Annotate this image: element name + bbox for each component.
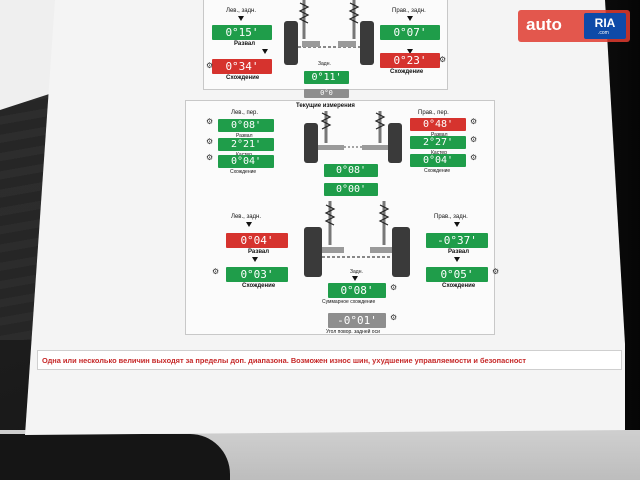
rear-camber-right: -0°37' <box>426 233 488 248</box>
rear-total-toe-label: Суммарное схождение <box>322 299 376 305</box>
sensor-icon: ⚙ <box>470 153 478 162</box>
rear-toe-label-right: Схождение <box>442 283 476 289</box>
top-camber-left: 0°15' <box>212 25 272 40</box>
watermark-ria: RIA <box>584 13 626 39</box>
front-caster-right: 2°27' <box>410 136 466 149</box>
dark-object <box>0 434 230 480</box>
top-rear-right-label: Прав., задн. <box>392 8 426 14</box>
front-setback: 0°00' <box>324 183 378 196</box>
arrow-icon <box>238 16 244 21</box>
rear-left-label: Лев., задн. <box>231 214 262 220</box>
rear-label: Задн. <box>350 269 363 275</box>
rear-camber-label-right: Развал <box>448 249 470 255</box>
top-toe-label-left: Схождение <box>226 75 260 81</box>
sensor-icon: ⚙ <box>206 61 214 70</box>
rear-toe-left: 0°03' <box>226 267 288 282</box>
front-left-label: Лев., пер. <box>231 110 259 116</box>
rear-toe-right: 0°05' <box>426 267 488 282</box>
arrow-icon <box>246 222 252 227</box>
arrow-icon <box>454 222 460 227</box>
rear-suspension-diagram <box>284 0 374 65</box>
top-angle: 0°0 <box>304 89 349 98</box>
front-camber-right: 0°48' <box>410 118 466 131</box>
top-toe-label-right: Схождение <box>390 69 424 75</box>
rear-right-label: Прав., задн. <box>434 214 468 220</box>
arrow-icon <box>252 257 258 262</box>
rear-toe-label-left: Схождение <box>242 283 276 289</box>
autoria-watermark: auto RIA .com <box>518 10 630 42</box>
sensor-icon: ⚙ <box>470 117 478 126</box>
sensor-icon: ⚙ <box>206 117 214 126</box>
warning-banner: Одна или несколько величин выходят за пр… <box>37 350 622 370</box>
top-total-toe: 0°11' <box>304 71 349 84</box>
current-title: Текущие измерения <box>296 103 355 109</box>
front-toe-right: 0°04' <box>410 154 466 167</box>
sensor-icon: ⚙ <box>212 267 220 276</box>
arrow-icon <box>454 257 460 262</box>
current-measurements-block: Текущие измерения Лев., пер. Прав., пер.… <box>185 100 499 335</box>
arrow-icon <box>407 49 413 54</box>
rear-suspension-diagram-2 <box>304 201 410 277</box>
sensor-icon: ⚙ <box>470 135 478 144</box>
top-toe-left: 0°34' <box>212 59 272 74</box>
watermark-auto: auto <box>526 15 562 34</box>
top-camber-label: Развал <box>234 41 256 47</box>
sensor-icon: ⚙ <box>390 313 398 322</box>
front-suspension-diagram <box>304 111 402 163</box>
top-camber-right: 0°07' <box>380 25 440 40</box>
arrow-icon <box>407 16 413 21</box>
front-camber-label-left: Развал <box>236 133 253 139</box>
top-rear-label: Задн. <box>318 61 331 67</box>
top-rear-left-label: Лев., задн. <box>226 8 257 14</box>
sensor-icon: ⚙ <box>390 283 398 292</box>
warning-text: Одна или несколько величин выходят за пр… <box>42 356 526 365</box>
front-total-toe: 0°08' <box>324 164 378 177</box>
front-camber-label-right: Развал <box>431 132 448 138</box>
arrow-icon <box>262 49 268 54</box>
front-caster-label-right: Кастер <box>431 150 447 156</box>
thrust-angle-label: Угол повор. задней оси <box>326 329 380 335</box>
arrow-icon <box>352 276 358 281</box>
front-right-label: Прав., пер. <box>418 110 449 116</box>
rear-camber-left: 0°04' <box>226 233 288 248</box>
rear-camber-label-left: Развал <box>248 249 270 255</box>
front-camber-left: 0°08' <box>218 119 274 132</box>
sensor-icon: ⚙ <box>206 137 214 146</box>
sensor-icon: ⚙ <box>439 55 447 64</box>
watermark-domain: .com <box>598 30 609 36</box>
front-toe-label-left: Схождение <box>230 169 257 175</box>
front-caster-left: 2°21' <box>218 138 274 151</box>
top-toe-right: 0°23' <box>380 53 440 68</box>
thrust-angle: -0°01' <box>328 313 386 328</box>
rear-total-toe: 0°08' <box>328 283 386 298</box>
top-measurement-block: Лев., задн. Прав., задн. 0°15' 0°07' Раз… <box>203 0 448 98</box>
front-toe-left: 0°04' <box>218 155 274 168</box>
front-toe-label-right: Схождение <box>424 168 451 174</box>
sensor-icon: ⚙ <box>206 153 214 162</box>
sensor-icon: ⚙ <box>492 267 500 276</box>
